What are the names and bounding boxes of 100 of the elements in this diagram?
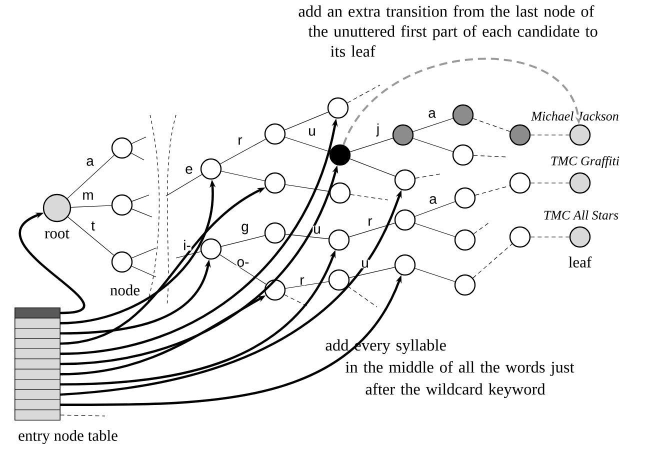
edge-label: i- — [184, 240, 190, 250]
edge-label: u — [314, 226, 320, 234]
table-row — [14, 399, 60, 410]
transition-line — [473, 155, 508, 158]
state-circle — [328, 229, 350, 251]
state-circle — [394, 169, 416, 191]
transition-line — [412, 118, 454, 132]
state-circle — [509, 124, 531, 146]
edge-label: e — [186, 166, 192, 174]
state-circle — [329, 182, 351, 204]
state-circle — [200, 158, 222, 180]
transition-line — [472, 118, 510, 132]
transition-line — [414, 268, 456, 282]
transition-line — [221, 170, 265, 182]
state-circle — [569, 226, 591, 248]
transition-line — [220, 138, 266, 164]
table-row — [14, 389, 60, 400]
table-row — [14, 308, 60, 318]
state-circle — [569, 172, 591, 194]
edge-label: u — [309, 128, 315, 136]
state-circle — [509, 172, 531, 194]
transition-line — [472, 244, 512, 278]
table-row — [14, 379, 60, 390]
transition-line — [415, 174, 440, 179]
transition-line — [284, 136, 330, 152]
transition-line — [473, 222, 490, 234]
state-circle — [392, 124, 414, 146]
state-circle — [264, 123, 286, 145]
transition-line — [350, 158, 396, 176]
edge-label: r — [238, 137, 242, 145]
state-circle — [452, 144, 474, 166]
transition-line — [70, 205, 112, 208]
edge-label: u — [362, 260, 368, 268]
edge-label: m — [83, 192, 93, 200]
state-circle — [454, 187, 476, 209]
transition-line — [284, 294, 308, 306]
transition-line — [220, 235, 266, 247]
edge-label: a — [86, 158, 94, 166]
transition-line — [285, 184, 330, 192]
table-row — [14, 368, 60, 380]
state-circle — [200, 238, 222, 260]
table-row — [14, 410, 60, 420]
arrow — [342, 58, 582, 146]
edge-label: g — [242, 224, 248, 234]
state-circle — [111, 251, 133, 273]
table-row — [14, 358, 60, 370]
transition-line — [131, 136, 146, 144]
edge-label: a — [428, 110, 436, 118]
state-circle — [264, 279, 286, 301]
edge-label: j — [376, 123, 379, 137]
transition-line — [350, 138, 394, 152]
node-caption: root — [44, 230, 70, 238]
node-caption: TMC Graffiti — [551, 156, 620, 168]
state-circle — [42, 194, 72, 222]
transition-line — [132, 194, 150, 202]
state-circle — [111, 194, 133, 216]
transition-line — [474, 185, 510, 196]
edge-label: o- — [237, 259, 249, 267]
transition-line — [414, 201, 456, 217]
transition-line — [349, 267, 395, 278]
node-caption: leaf — [568, 256, 592, 268]
transition-line — [530, 134, 570, 136]
transition-line — [60, 414, 106, 416]
transition-line — [348, 222, 396, 238]
transition-line — [166, 174, 202, 196]
edge-label: r — [300, 277, 304, 285]
transition-line — [350, 194, 388, 200]
edge-label: a — [430, 196, 437, 204]
edge-label: r — [368, 218, 372, 226]
transition-line — [284, 112, 328, 130]
state-circle — [328, 269, 350, 291]
transition-line — [67, 154, 115, 199]
state-circle — [264, 222, 286, 244]
transition-line — [412, 138, 454, 152]
transition-line — [347, 84, 380, 104]
node-caption: Michael Jackson — [531, 111, 618, 121]
state-circle — [454, 229, 476, 251]
state-circle — [454, 274, 476, 296]
state-circle — [329, 144, 351, 166]
state-circle — [111, 137, 133, 159]
transition-line — [285, 281, 329, 289]
node-caption: entry node table — [18, 430, 118, 444]
table-row — [14, 348, 60, 360]
transition-line — [285, 234, 329, 240]
transition-line — [414, 223, 456, 237]
transition-line — [220, 254, 266, 285]
table-row — [14, 318, 60, 329]
transition-line — [530, 182, 570, 184]
state-circle — [327, 97, 349, 119]
state-circle — [264, 172, 286, 194]
edge-label: t — [91, 221, 95, 231]
state-circle — [509, 226, 531, 248]
table-row — [14, 328, 60, 339]
table-row — [14, 338, 60, 349]
node-caption: TMC All Stars — [544, 210, 618, 220]
transition-line — [132, 248, 156, 258]
transition-line — [131, 266, 156, 278]
transition-line — [530, 236, 570, 238]
transition-line — [347, 286, 378, 308]
transition-line — [132, 208, 152, 218]
